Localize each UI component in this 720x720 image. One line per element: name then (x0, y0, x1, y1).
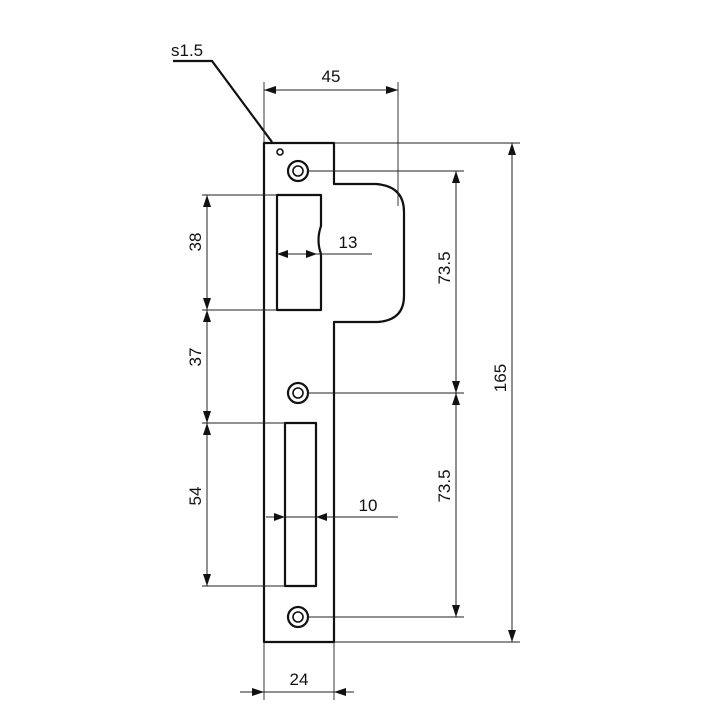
dimension-upper-slot-height: 38 (186, 195, 211, 310)
dimension-overall-width-label: 45 (322, 67, 341, 86)
thickness-leader-line (173, 59, 273, 143)
dimension-lower-slot-height-label: 54 (186, 487, 205, 506)
dimension-overall-width: 45 (264, 67, 398, 94)
upper-latch-slot (275, 193, 323, 312)
extension-lines (202, 82, 520, 700)
mounting-hole-bottom (286, 605, 310, 629)
dimension-hole-spacing-bottom-label: 73.5 (435, 469, 454, 502)
lower-bolt-slot (283, 421, 318, 588)
dimension-overall-height: 165 (491, 143, 516, 642)
dimension-plate-width-label: 24 (290, 670, 309, 689)
dimension-upper-slot-width: 13 (277, 233, 372, 258)
dimension-slot-gap-label: 37 (186, 348, 205, 367)
dimension-hole-spacing-top-label: 73.5 (435, 251, 454, 284)
dimension-lower-slot-width: 10 (266, 496, 398, 521)
dimension-hole-spacing-bottom: 73.5 (435, 393, 460, 617)
mounting-hole-middle (286, 381, 310, 405)
dimension-upper-slot-height-label: 38 (186, 233, 205, 252)
strike-plate-outline (262, 141, 406, 644)
dimension-plate-width: 24 (240, 670, 354, 696)
mounting-hole-top (286, 159, 310, 183)
dimension-upper-slot-width-label: 13 (339, 233, 358, 252)
dimension-lower-slot-width-label: 10 (359, 496, 378, 515)
dimension-overall-height-label: 165 (491, 364, 510, 392)
dimension-hole-spacing-top: 73.5 (435, 171, 460, 393)
dimension-slot-gap: 37 (186, 310, 211, 423)
dimension-lower-slot-height: 54 (186, 423, 211, 586)
thickness-marker-dot (276, 148, 284, 156)
thickness-label: s1.5 (171, 41, 203, 60)
